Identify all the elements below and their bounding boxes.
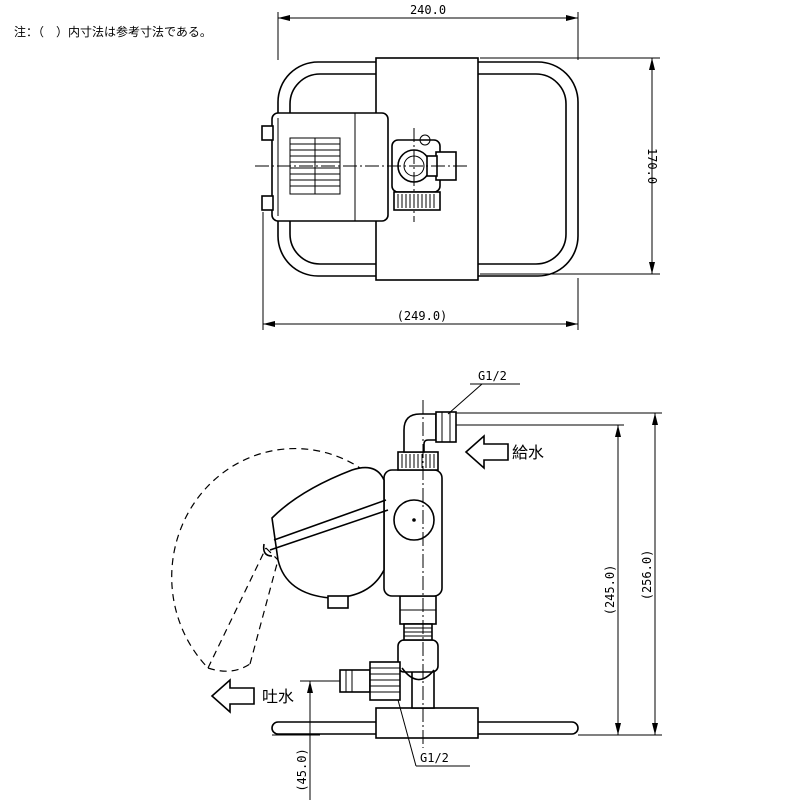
swing-arc [171, 447, 383, 669]
inlet-thread-label: G1/2 [478, 369, 507, 383]
inlet-knurl [397, 451, 439, 471]
drawing-note: 注：（ ）内寸法は参考寸法である。 [14, 24, 212, 39]
knurled-nut-top [393, 191, 441, 211]
base-plate-side [375, 707, 479, 739]
housing-tab-lower [261, 195, 274, 211]
outlet-arrow [210, 678, 255, 714]
dim-inlet-height-245: (245.0) [603, 565, 617, 616]
outlet-nipple [339, 669, 371, 693]
valve-knob [393, 499, 435, 541]
top-view: 240.0 (249.0) 170.0 [255, 3, 660, 330]
inlet-arrow [464, 434, 509, 470]
valve-housing-side [383, 469, 443, 597]
vent-grille [289, 137, 341, 195]
control-housing-side [271, 466, 385, 599]
drain-plug [327, 595, 349, 609]
outlet-knurl [369, 661, 401, 701]
dim-width-240: 240.0 [410, 3, 446, 17]
dim-depth-170: 170.0 [645, 148, 659, 184]
housing-top [271, 112, 389, 222]
inlet-elbow [403, 413, 437, 453]
inlet-label: 給水 [512, 443, 544, 462]
dim-overall-width-249: (249.0) [397, 309, 448, 323]
dim-outlet-height-45: (45.0) [295, 748, 309, 791]
housing-tab-upper [261, 125, 274, 141]
inlet-nipple [435, 411, 457, 443]
dim-overall-height-256: (256.0) [640, 550, 654, 601]
outlet-thread-label: G1/2 [420, 751, 449, 765]
side-view: G1/2 給水 吐水 G1/2 (245.0) (256.0) (45.0) [171, 369, 662, 800]
outlet-label: 吐水 [262, 687, 294, 706]
